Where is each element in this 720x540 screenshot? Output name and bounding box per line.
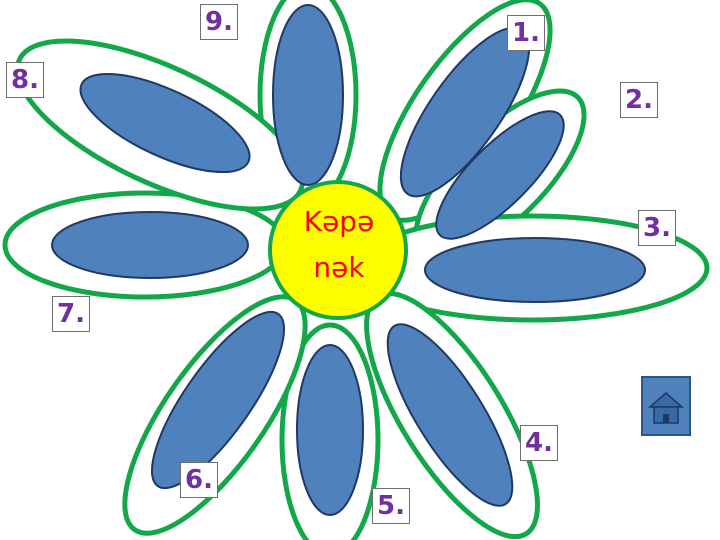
number-button-6[interactable]: 6. bbox=[180, 462, 218, 498]
petal-4 bbox=[386, 323, 514, 507]
flower-center bbox=[268, 180, 408, 320]
number-button-9[interactable]: 9. bbox=[200, 4, 238, 40]
number-button-7[interactable]: 7. bbox=[52, 296, 90, 332]
center-label-line-1: Kəpə bbox=[303, 205, 375, 238]
number-button-5[interactable]: 5. bbox=[372, 488, 410, 524]
petal-8 bbox=[79, 72, 251, 174]
petal-6 bbox=[150, 310, 286, 490]
number-button-8[interactable]: 8. bbox=[6, 62, 44, 98]
number-button-1[interactable]: 1. bbox=[507, 15, 545, 51]
number-button-4[interactable]: 4. bbox=[520, 425, 558, 461]
petal-7 bbox=[51, 211, 249, 279]
center-label: Kəpə nək bbox=[264, 190, 414, 300]
petal-2 bbox=[435, 110, 565, 240]
number-button-2[interactable]: 2. bbox=[620, 82, 658, 118]
house-icon bbox=[641, 376, 691, 436]
center-label-line-2: nək bbox=[313, 251, 365, 284]
number-button-3[interactable]: 3. bbox=[638, 210, 676, 246]
petal-9 bbox=[272, 4, 344, 186]
home-button[interactable] bbox=[641, 376, 691, 436]
petal-5 bbox=[296, 344, 364, 516]
petal-3 bbox=[424, 237, 646, 303]
